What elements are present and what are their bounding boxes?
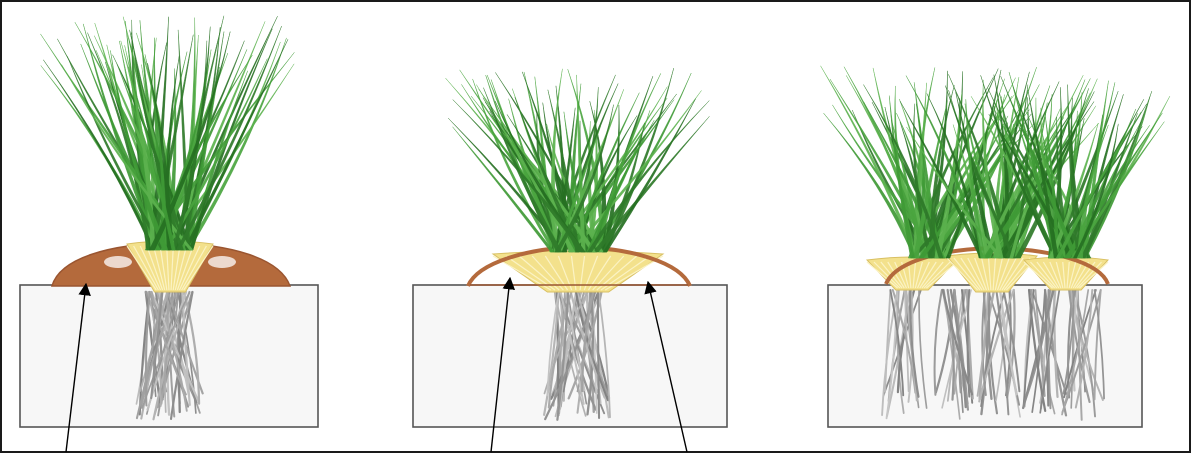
panel-thin-soil-layer bbox=[413, 68, 727, 427]
panel-soil-mounded bbox=[20, 16, 318, 427]
panel-exposed-crowns bbox=[821, 66, 1170, 427]
soil-gap bbox=[208, 256, 236, 268]
soil-gap bbox=[104, 256, 132, 268]
grass-clump-icon bbox=[40, 16, 294, 250]
grass-clump-icon bbox=[446, 68, 710, 252]
